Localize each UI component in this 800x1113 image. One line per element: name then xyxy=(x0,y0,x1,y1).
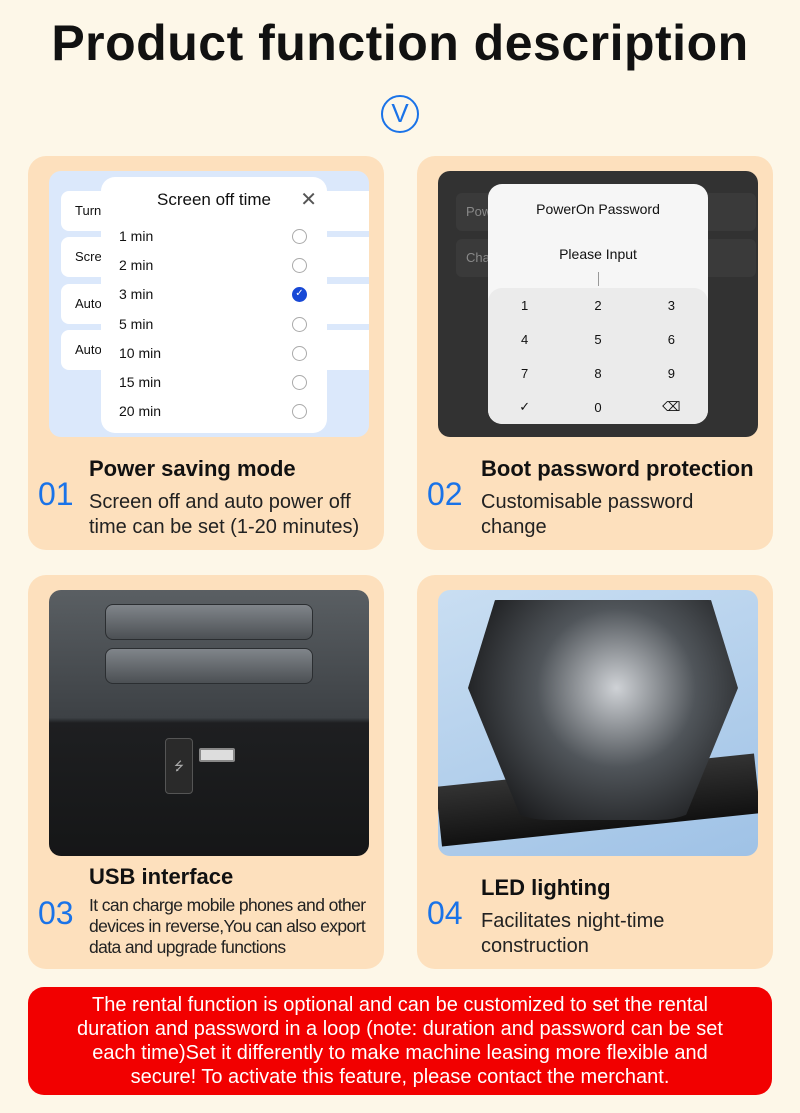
device-ridge xyxy=(105,604,313,640)
rental-function-banner: The rental function is optional and can … xyxy=(28,987,772,1095)
radio-button[interactable] xyxy=(292,375,307,390)
key[interactable]: 5 xyxy=(594,331,602,347)
radio-button[interactable] xyxy=(292,404,307,419)
option-label[interactable]: 20 min xyxy=(119,403,162,419)
text-cursor xyxy=(598,272,599,286)
key[interactable]: 7 xyxy=(521,365,529,381)
feature-card-boot-password: Pow Cha PowerOn Password Please Input 1 … xyxy=(417,156,773,550)
radio-button[interactable] xyxy=(292,317,307,332)
radio-button[interactable] xyxy=(292,258,307,273)
feature-heading: Boot password protection xyxy=(481,456,754,481)
radio-button[interactable] xyxy=(292,229,307,244)
feature-card-led: 04 LED lighting Facilitates night-time c… xyxy=(417,575,773,969)
dialog-title: Screen off time xyxy=(156,190,272,209)
feature-description: Screen off and auto power off time can b… xyxy=(89,491,360,538)
key[interactable]: 0 xyxy=(594,399,602,415)
led-light-photo xyxy=(438,590,758,856)
option-label[interactable]: 3 min xyxy=(119,286,154,302)
backspace-key-icon[interactable]: ⌫ xyxy=(662,399,681,414)
screen-off-screenshot: Turn Scre Auto Auto Screen off time ✕ 1 … xyxy=(49,171,369,437)
radio-button[interactable] xyxy=(292,346,307,361)
password-dialog: PowerOn Password Please Input 1 2 3 4 5 … xyxy=(488,184,708,424)
feature-number: 03 xyxy=(38,895,74,931)
key[interactable]: 6 xyxy=(667,331,675,347)
screen-off-dialog: Screen off time ✕ 1 min 2 min 3 min ✓ 5 m… xyxy=(101,177,327,433)
usb-icon: ⭍ xyxy=(165,738,193,794)
feature-card-power-saving: Turn Scre Auto Auto Screen off time ✕ 1 … xyxy=(28,156,384,550)
led-lamp xyxy=(468,600,738,820)
feature-description: Customisable password change xyxy=(481,491,694,538)
feature-heading: LED lighting xyxy=(481,875,611,900)
option-label[interactable]: 2 min xyxy=(119,257,154,273)
feature-description: Facilitates night-time construction xyxy=(481,910,665,957)
key[interactable]: 8 xyxy=(594,365,602,381)
close-icon[interactable]: ✕ xyxy=(300,189,317,211)
numeric-keypad: 1 2 3 4 5 6 7 8 9 ✓ 0 ⌫ xyxy=(488,288,708,424)
dialog-title: PowerOn Password xyxy=(536,201,660,217)
feature-number: 04 xyxy=(427,895,463,931)
device-ridge xyxy=(105,648,313,684)
option-label[interactable]: 15 min xyxy=(119,374,162,390)
radio-button-checked[interactable]: ✓ xyxy=(292,287,307,302)
usb-port xyxy=(199,748,235,762)
feature-card-usb: ⭍ 03 USB interface It can charge mobile … xyxy=(28,575,384,969)
chevron-down-circle-icon: V xyxy=(381,95,419,133)
key[interactable]: 4 xyxy=(521,331,529,347)
feature-heading: USB interface xyxy=(89,864,234,889)
option-label[interactable]: 1 min xyxy=(119,228,154,244)
key[interactable]: 3 xyxy=(667,297,675,313)
key[interactable]: 2 xyxy=(594,297,602,313)
feature-heading: Power saving mode xyxy=(89,456,296,481)
feature-description: It can charge mobile phones and other de… xyxy=(89,895,366,957)
password-prompt[interactable]: Please Input xyxy=(559,246,637,262)
confirm-key-check-icon[interactable]: ✓ xyxy=(519,399,531,414)
password-screenshot: Pow Cha PowerOn Password Please Input 1 … xyxy=(438,171,758,437)
key[interactable]: 1 xyxy=(521,297,529,313)
option-label[interactable]: 5 min xyxy=(119,316,154,332)
feature-number: 02 xyxy=(427,476,463,512)
key[interactable]: 9 xyxy=(667,365,675,381)
page-title: Product function description xyxy=(51,15,749,71)
option-label[interactable]: 10 min xyxy=(119,345,162,361)
feature-number: 01 xyxy=(38,476,74,512)
usb-port-photo: ⭍ xyxy=(49,590,369,856)
